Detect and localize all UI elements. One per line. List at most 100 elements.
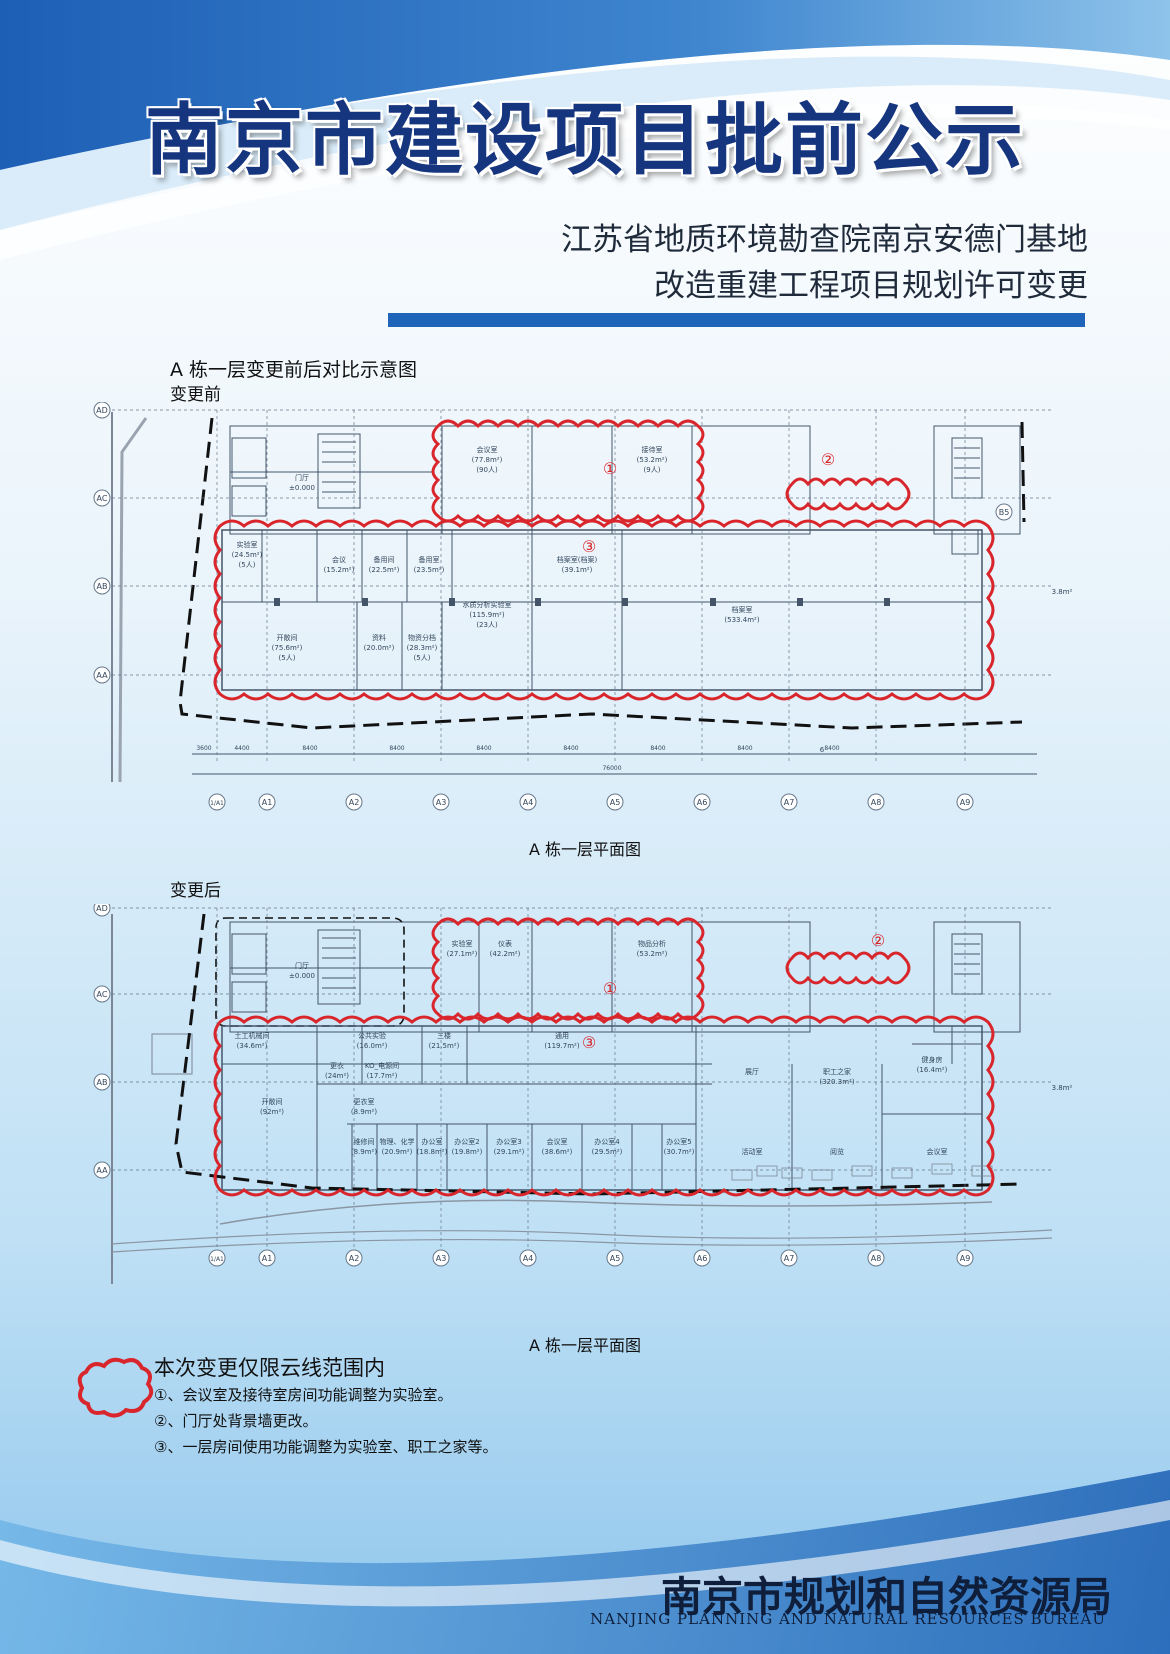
room-note: (23人) xyxy=(476,621,498,629)
grid-col-label: A8 xyxy=(871,798,882,807)
grid-row-label: AB xyxy=(97,1078,108,1087)
room-area: (20.9m²) xyxy=(382,1148,413,1156)
room-area: (16.4m²) xyxy=(917,1066,948,1074)
after-label: 变更后 xyxy=(170,881,221,901)
room-label: 档案室 xyxy=(732,605,753,614)
note-item-2: ②、门厅处背景墙更改。 xyxy=(154,1412,318,1430)
room-label: 档案室(档案) xyxy=(557,555,598,564)
room-label: 展厅 xyxy=(745,1068,759,1076)
axis-note: 6 xyxy=(820,746,825,754)
room-area: (92m²) xyxy=(260,1108,284,1116)
grid-col-label: A1 xyxy=(262,1254,273,1263)
grid-row-label: AD xyxy=(96,406,108,415)
room-label: 物品分析 xyxy=(638,939,666,948)
room-area: (28.3m²) xyxy=(407,644,438,652)
room-area: (53.2m²) xyxy=(637,950,668,958)
room-label: 物理、化学 xyxy=(380,1137,415,1146)
room-note: (9人) xyxy=(644,466,661,474)
before-label: 变更前 xyxy=(170,385,221,405)
grid-col-label: A2 xyxy=(349,798,360,807)
room-label: 健身房 xyxy=(922,1055,943,1064)
room-label: 资料 xyxy=(372,633,386,642)
grid-col-label: 1/A1 xyxy=(210,1256,224,1263)
project-name-line1: 江苏省地质环境勘查院南京安德门基地 xyxy=(561,222,1088,258)
grid-col-label: A4 xyxy=(523,1254,534,1263)
grid-col-label: A1 xyxy=(262,798,273,807)
dimension-label: 3600 xyxy=(196,745,211,752)
room-area: (34.6m²) xyxy=(237,1042,268,1050)
room-label: 办公室 xyxy=(422,1137,443,1146)
room-label: 开敞间 xyxy=(262,1097,283,1106)
room-area: (23.5m²) xyxy=(414,566,445,574)
title-underline-bar xyxy=(388,313,1085,327)
room-label: KO_电源间 xyxy=(365,1061,399,1070)
grid-col-label: A6 xyxy=(697,798,708,807)
dimension-label: 76000 xyxy=(602,765,621,772)
marker-3-before: ③ xyxy=(582,537,596,556)
misc-label: 3.8m² xyxy=(1052,1084,1073,1092)
room-area: (24.5m²) xyxy=(232,551,263,559)
room-label: 实验室 xyxy=(237,540,258,549)
room-label: 会议室 xyxy=(927,1147,948,1156)
room-label: 办公室2 xyxy=(454,1137,479,1146)
room-label: 三楼 xyxy=(437,1031,451,1040)
grid-row-label: AA xyxy=(96,671,108,680)
project-name-line2: 改造重建工程项目规划许可变更 xyxy=(654,268,1088,304)
room-label: 开敞间 xyxy=(277,633,298,642)
room-area: ±0.000 xyxy=(289,972,315,980)
room-label: 办公室5 xyxy=(666,1137,691,1146)
room-area: (29.5m²) xyxy=(592,1148,623,1156)
room-area: (17.7m²) xyxy=(367,1072,398,1080)
room-label: 会议室 xyxy=(547,1137,568,1146)
grid-col-label: 1/A1 xyxy=(210,800,224,807)
room-label: 办公室4 xyxy=(594,1137,620,1146)
room-area: (8.9m²) xyxy=(351,1108,377,1116)
room-area: (8.9m²) xyxy=(351,1148,377,1156)
room-area: (30.7m²) xyxy=(664,1148,695,1156)
grid-col-label: A9 xyxy=(960,1254,971,1263)
dimension-label: 8400 xyxy=(563,745,578,752)
room-area: (533.4m²) xyxy=(724,616,759,624)
room-label: 实验室 xyxy=(452,939,473,948)
room-label: 会议 xyxy=(332,555,346,564)
room-label: 会议室 xyxy=(477,445,498,454)
note-item-3: ③、一层房间使用功能调整为实验室、职工之家等。 xyxy=(154,1438,498,1456)
room-label: 物资分档 xyxy=(408,633,436,642)
grid-col-label: A5 xyxy=(610,1254,621,1263)
room-area: (22.5m²) xyxy=(369,566,400,574)
floor-plan-after: ① ② ③ 实验室 (27.1m²) 仪表 (42.2m²) 物品分析 (53.… xyxy=(92,904,1082,1316)
room-label: 更衣 xyxy=(330,1061,344,1070)
room-label: 土工机械间 xyxy=(235,1031,270,1040)
grid-row-label: AB xyxy=(97,582,108,591)
marker-2-after: ② xyxy=(871,931,885,950)
marker-3-after: ③ xyxy=(582,1033,596,1052)
room-area: (15.2m²) xyxy=(324,566,355,574)
note-item-1: ①、会议室及接待室房间功能调整为实验室。 xyxy=(154,1386,453,1404)
room-note: (5人) xyxy=(414,654,431,662)
grid-col-label: A9 xyxy=(960,798,971,807)
dimension-label: 4400 xyxy=(234,745,249,752)
grid-col-label: A7 xyxy=(784,1254,795,1263)
room-area: (115.9m²) xyxy=(469,611,504,619)
grid-col-label: A6 xyxy=(697,1254,708,1263)
dimension-label: 8400 xyxy=(737,745,752,752)
notes-title: 本次变更仅限云线范围内 xyxy=(154,1356,385,1380)
grid-row-label: AA xyxy=(96,1166,108,1175)
room-area: (75.6m²) xyxy=(272,644,303,652)
room-label: 仪表 xyxy=(498,939,512,948)
grid-col-label: A2 xyxy=(349,1254,360,1263)
grid-col-label: A4 xyxy=(523,798,534,807)
room-area: (27.1m²) xyxy=(447,950,478,958)
section-caption: A 栋一层变更前后对比示意图 xyxy=(170,359,418,381)
room-note: (5人) xyxy=(279,654,296,662)
issuing-authority: 南京市规划和自然资源局 xyxy=(661,1573,1112,1621)
room-label: 接待室 xyxy=(642,445,663,454)
page-title: 南京市建设项目批前公示 xyxy=(144,95,1025,186)
room-area: (21.5m²) xyxy=(429,1042,460,1050)
room-area: (119.7m²) xyxy=(544,1042,579,1050)
room-label: 活动室 xyxy=(742,1147,763,1156)
marker-2-before: ② xyxy=(821,450,835,469)
room-note: (5人) xyxy=(239,561,256,569)
grid-marker-b5: B5 xyxy=(999,508,1010,517)
